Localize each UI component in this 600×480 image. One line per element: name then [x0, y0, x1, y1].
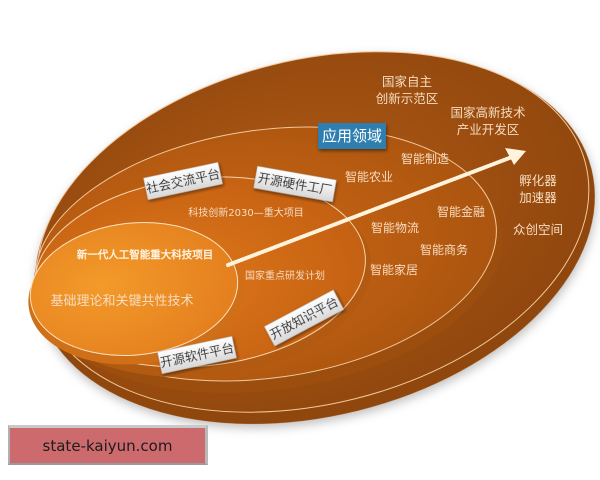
application-title: 应用领域: [322, 127, 382, 145]
app-item-smart-home: 智能家居: [370, 262, 418, 277]
core-title: 新一代人工智能重大科技项目: [77, 248, 214, 261]
progress-arrow: [226, 148, 526, 267]
label-national-innovation-zone-1: 国家自主: [382, 74, 432, 89]
label-national-innovation-zone-2: 创新示范区: [376, 91, 439, 106]
app-item-finance: 智能金融: [437, 204, 485, 219]
app-item-agriculture: 智能农业: [345, 169, 393, 184]
outer-ring-labels: 国家自主 创新示范区 国家高新技术 产业开发区 孵化器 加速器 众创空间: [376, 74, 563, 237]
label-accelerator: 加速器: [519, 190, 557, 205]
label-incubator: 孵化器: [519, 173, 557, 188]
project-title: 科技创新2030—重大项目: [188, 206, 303, 219]
app-item-logistics: 智能物流: [371, 220, 419, 235]
label-hitech-zone-1: 国家高新技术: [450, 105, 526, 120]
label-maker-space: 众创空间: [513, 222, 563, 237]
label-hitech-zone-2: 产业开发区: [457, 122, 520, 137]
watermark-banner: state-kaiyun.com: [8, 425, 208, 465]
core-ellipse: [28, 221, 244, 365]
core-labels: 新一代人工智能重大科技项目 基础理论和关键共性技术: [50, 248, 213, 309]
project-subtitle: 国家重点研发计划: [245, 269, 325, 282]
project-ring-labels: 科技创新2030—重大项目 国家重点研发计划: [188, 206, 325, 282]
application-badge: 应用领域: [318, 123, 386, 149]
core-subtitle: 基础理论和关键共性技术: [50, 294, 193, 309]
watermark-text: state-kaiyun.com: [42, 436, 173, 455]
app-item-manufacturing: 智能制造: [401, 151, 449, 166]
app-item-commerce: 智能商务: [420, 242, 468, 257]
application-items: 智能制造 智能农业 智能金融 智能物流 智能商务 智能家居: [345, 151, 485, 277]
